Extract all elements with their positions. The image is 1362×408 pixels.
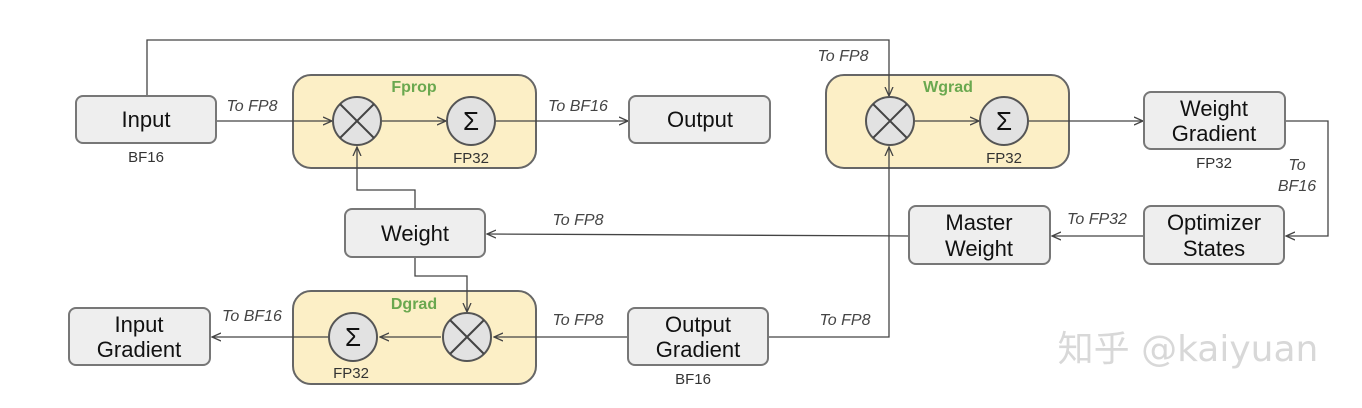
edge-label-optimizer-to-master: To FP32 [1067, 211, 1127, 228]
edges [146, 39, 1329, 338]
input-to-wgrad-edge [146, 39, 889, 96]
master-to-weight-edge [487, 234, 910, 236]
edge-label-input-to-fprop: To FP8 [227, 98, 278, 115]
wgrad-sum-op: Σ [979, 96, 1029, 146]
dgrad-sum-op: Σ [328, 312, 378, 362]
master-weight-label-1: Master [945, 210, 1012, 235]
optimizer-states-label-2: States [1183, 236, 1245, 261]
wgrad-sum-symbol: Σ [996, 106, 1012, 136]
output-gradient-to-wgrad-edge [768, 147, 889, 338]
input-gradient-node: Input Gradient [68, 307, 211, 366]
edge-label-to-bf16-line-1: To [1288, 157, 1305, 174]
fprop-accum-note: FP32 [453, 150, 489, 167]
fprop-sum-op: Σ [446, 96, 496, 146]
dgrad-accum-note: FP32 [333, 365, 369, 382]
wgrad-multiply-op [865, 96, 915, 146]
optimizer-states-node: Optimizer States [1143, 205, 1285, 265]
dgrad-multiply-op [442, 312, 492, 362]
edge-label-dgrad-to-input-gradient: To BF16 [222, 308, 282, 325]
weight-gradient-node: Weight Gradient [1143, 91, 1286, 150]
weight-to-dgrad-edge [414, 258, 467, 312]
dgrad-sum-symbol: Σ [345, 322, 361, 352]
edge-label-output-gradient-to-dgrad: To FP8 [553, 312, 604, 329]
output-label: Output [667, 107, 733, 132]
weight-to-fprop-edge [357, 147, 416, 209]
wgrad-title: Wgrad [923, 79, 973, 96]
weight-gradient-label-1: Weight [1180, 96, 1248, 121]
weight-node: Weight [344, 208, 486, 258]
weight-gradient-precision-note: FP32 [1196, 155, 1232, 172]
edge-label-master-to-weight: To FP8 [553, 212, 604, 229]
weight-gradient-to-optimizer-edge [1285, 120, 1329, 236]
master-weight-node: Master Weight [908, 205, 1051, 265]
output-gradient-label-1: Output [665, 312, 731, 337]
edge-label-fprop-to-output: To BF16 [548, 98, 608, 115]
input-gradient-label-2: Gradient [97, 337, 181, 362]
master-weight-label-2: Weight [945, 236, 1013, 261]
dgrad-title: Dgrad [391, 296, 437, 313]
wgrad-accum-note: FP32 [986, 150, 1022, 167]
input-label: Input [122, 107, 171, 132]
output-gradient-node: Output Gradient [627, 307, 769, 366]
edge-label-input-to-wgrad: To FP8 [818, 48, 869, 65]
input-node: Input [75, 95, 217, 144]
input-gradient-label-1: Input [115, 312, 164, 337]
output-gradient-precision-note: BF16 [675, 371, 711, 388]
output-gradient-label-2: Gradient [656, 337, 740, 362]
weight-gradient-label-2: Gradient [1172, 121, 1256, 146]
watermark: 知乎 @kaiyuan [1058, 329, 1319, 370]
fprop-multiply-op [332, 96, 382, 146]
fprop-sum-symbol: Σ [463, 106, 479, 136]
input-precision-note: BF16 [128, 149, 164, 166]
edge-label-output-gradient-to-wgrad: To FP8 [820, 312, 871, 329]
output-node: Output [628, 95, 771, 144]
weight-label: Weight [381, 221, 449, 246]
optimizer-states-label-1: Optimizer [1167, 210, 1261, 235]
edge-label-to-bf16-line-2: BF16 [1278, 178, 1316, 195]
fprop-title: Fprop [391, 79, 437, 96]
